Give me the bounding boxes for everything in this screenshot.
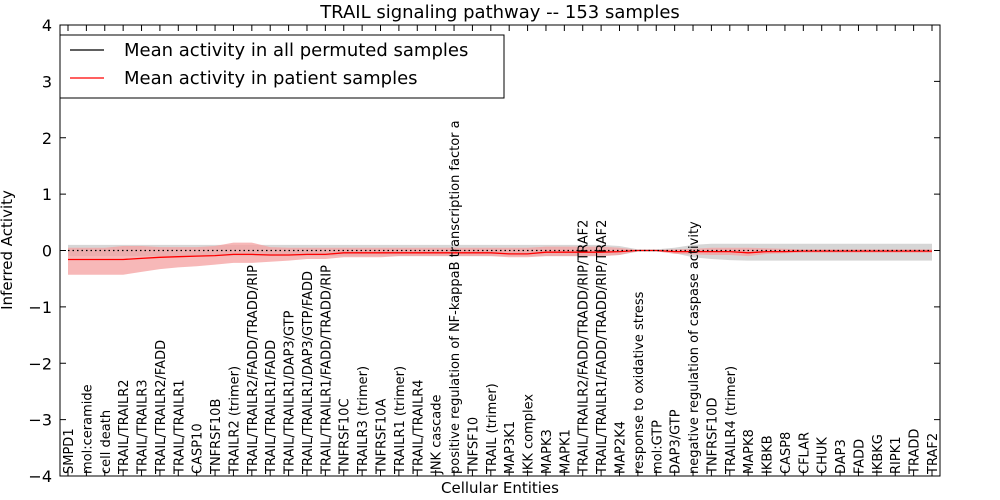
y-tick-label: −4 [28,467,52,486]
x-tick-label: TRAIL/TRAILR2 [117,379,132,475]
x-tick-label: TRAIL/TRAILR1 [172,379,187,475]
x-tick-label: RIPK1 [889,436,904,474]
legend-label-patient: Mean activity in patient samples [124,68,418,89]
legend-label-permuted: Mean activity in all permuted samples [124,40,468,61]
x-tick-label: positive regulation of NF-kappaB transcr… [448,120,463,474]
y-tick-label: 4 [42,16,52,35]
x-tick-label: mol:ceramide [80,384,95,474]
x-tick-label: TRAIL/TRAILR3 [136,379,151,475]
y-tick-label: 2 [42,129,52,148]
x-tick-label: IKBKB [761,435,776,474]
x-tick-label: CASP10 [191,423,206,474]
x-tick-label: SMPD1 [62,428,77,474]
x-tick-label: CASP8 [779,432,794,474]
y-tick-label: 1 [42,185,52,204]
plot-frame [59,24,941,477]
x-tick-label: TRAIL/TRAILR1/FADD/TRADD/RIP [319,265,334,475]
x-tick-label: response to oxidative stress [632,291,647,474]
y-tick-label: −3 [28,411,52,430]
y-tick-label: −2 [28,354,52,373]
legend: Mean activity in all permuted samples Me… [59,34,505,99]
x-tick-label: CHUK [816,437,831,474]
y-axis-label: Inferred Activity [0,190,16,310]
x-tick-label: TNFRSF10D [705,398,720,475]
y-tick-label: 3 [42,72,52,91]
x-tick-label: mol:GTP [650,420,665,474]
x-tick-label: TRAIL/TRAILR1/FADD [264,340,279,475]
x-tick-label: IKK complex [522,394,537,474]
x-tick-label: TRAIL/TRAILR4 [411,379,426,475]
x-tick-label: MAPK1 [558,429,573,474]
x-tick-label: TRAIL/TRAILR1/DAP3/GTP [283,310,298,475]
x-tick-label: FADD [853,439,868,474]
x-tick-label: TRAILR4 (trimer) [724,366,739,475]
x-tick-label: TNFRSF10B [209,399,224,475]
legend-box [59,34,505,99]
x-tick-label: TRAIL/TRAILR2/FADD [154,340,169,475]
x-tick-label: TRAILR1 (trimer) [393,366,408,475]
x-tick-label: TNFSF10 [466,417,481,475]
x-axis-label: Cellular Entities [441,479,559,497]
x-tick-label: TRAIL (trimer) [485,383,500,475]
x-tick-label: negative regulation of caspase activity [687,221,702,474]
series-line-mean-activity-in-patient-samples [68,249,932,261]
x-tick-label: JNK cascade [430,395,445,475]
y-tick-label: 0 [42,242,52,261]
confidence-bands [68,242,932,275]
x-tick-label: TRAIL/TRAILR2/FADD/TRADD/RIP/TRAF2 [577,220,592,475]
x-tick-label: IKBKG [871,434,886,474]
x-tick-label: MAP3K1 [503,421,518,474]
x-tick-label: TRAIL/TRAILR2/FADD/TRADD/RIP [246,265,261,475]
y-tick-label: −1 [28,298,52,317]
x-tick-label: TRADD [908,429,923,475]
series-lines [68,249,932,261]
x-tick-label: CFLAR [797,432,812,474]
x-tick-label: TRAF2 [926,433,941,475]
x-tick-label: TNFRSF10A [375,399,390,475]
x-tick-label: MAP2K4 [614,421,629,474]
x-tick-label: MAPK3 [540,429,555,474]
chart-title: TRAIL signaling pathway -- 153 samples [319,2,680,23]
x-tick-label: MAPK8 [742,429,757,474]
x-tick-label: TRAILR2 (trimer) [227,366,242,475]
x-tick-label: TRAILR3 (trimer) [356,366,371,475]
x-tick-label: DAP3 [834,439,849,474]
y-axis: 4 3 2 1 0 −1 −2 −3 −4 [28,16,940,486]
x-tick-label: TRAIL/TRAILR1/FADD/TRADD/RIP/TRAF2 [595,220,610,475]
x-tick-label: DAP3/GTP [669,409,684,474]
x-tick-label: cell death [99,410,114,474]
x-tick-label: TNFRSF10C [338,398,353,475]
x-tick-label: TRAIL/TRAILR1/DAP3/GTP/FADD [301,271,316,475]
